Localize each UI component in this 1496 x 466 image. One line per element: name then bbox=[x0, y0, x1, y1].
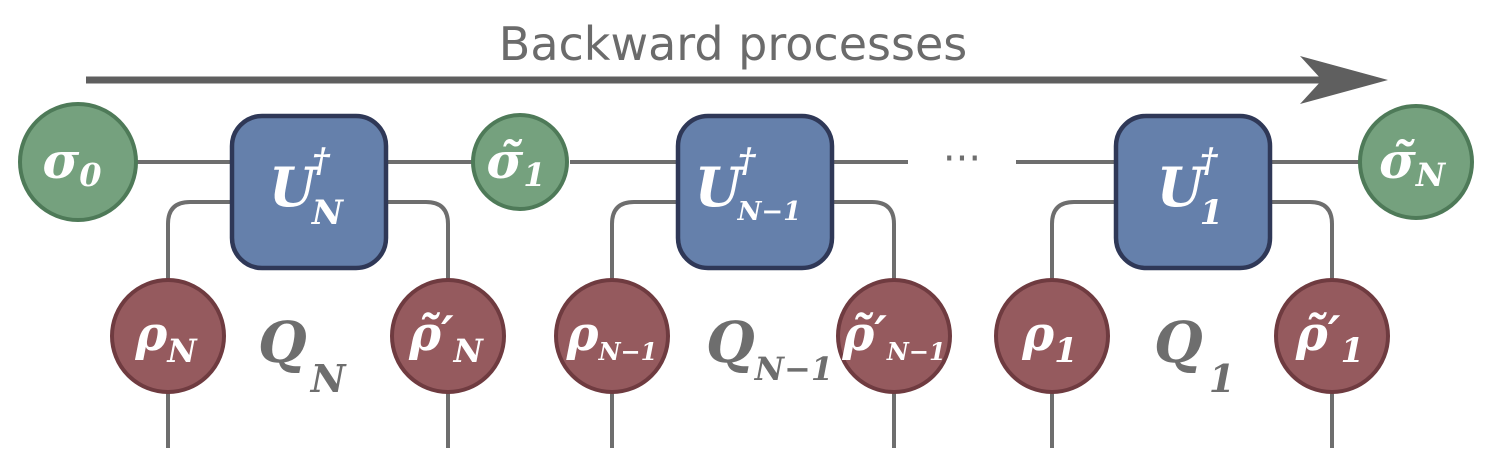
unitary-N-dagger: † bbox=[312, 141, 331, 181]
sigma-tilde-1-node: σ̃1 bbox=[471, 113, 569, 211]
svg-text:ρ̃′N: ρ̃′N bbox=[408, 306, 485, 370]
svg-text:ρN−1: ρN−1 bbox=[566, 306, 658, 366]
rho-1-node: ρ1 bbox=[994, 278, 1110, 394]
unitary-N-1-dagger: † bbox=[738, 141, 757, 181]
svg-text:ρN: ρN bbox=[134, 306, 198, 370]
rho-1-symbol: ρ bbox=[1021, 306, 1055, 362]
svg-text:U†N: U† N bbox=[269, 141, 345, 233]
svg-text:σ0: σ0 bbox=[42, 131, 101, 194]
svg-text:U†N−1: U† N−1 bbox=[695, 141, 802, 227]
unitary-N-box: U† N bbox=[229, 113, 389, 271]
sigma-tilde-N-symbol: σ̃ bbox=[1379, 131, 1416, 190]
sigma-tilde-1-symbol: σ̃ bbox=[486, 131, 523, 190]
sigma-tilde-N-node: σ̃N bbox=[1358, 104, 1474, 220]
q-N-symbol: Q bbox=[258, 310, 307, 376]
svg-text:ρ1: ρ1 bbox=[1021, 306, 1078, 371]
rho-tilde-N-symbol: ρ̃′ bbox=[408, 306, 454, 362]
unitary-N-subscript: N bbox=[311, 193, 345, 233]
rho-tilde-1-node: ρ̃′1 bbox=[1274, 278, 1390, 394]
sigma-tilde-N-subscript: N bbox=[1415, 156, 1447, 194]
sigma-tilde-1-subscript: 1 bbox=[523, 156, 545, 194]
rho-tilde-N-node: ρ̃′N bbox=[390, 278, 506, 394]
rho-N-1-node: ρN−1 bbox=[554, 278, 670, 394]
svg-text:σ̃1: σ̃1 bbox=[486, 131, 545, 194]
rho-N-subscript: N bbox=[166, 332, 198, 370]
unitary-1-dagger: † bbox=[1200, 141, 1219, 181]
rho-tilde-N-1-node: ρ̃′N−1 bbox=[836, 278, 952, 394]
unitary-N-1-subscript: N−1 bbox=[737, 197, 802, 227]
rho-tilde-1-subscript: 1 bbox=[1340, 331, 1364, 371]
rho-tilde-1-symbol: ρ̃′ bbox=[1295, 306, 1341, 362]
unitary-N-symbol: U bbox=[269, 155, 319, 219]
q-N-subscript: N bbox=[310, 356, 347, 401]
rho-1-subscript: 1 bbox=[1054, 331, 1078, 371]
svg-text:ρ̃′1: ρ̃′1 bbox=[1295, 306, 1364, 371]
diagram-title: Backward processes bbox=[499, 17, 967, 71]
q-N-1-label: QN−1 bbox=[706, 310, 833, 388]
q-1-label: Q1 bbox=[1154, 310, 1235, 401]
svg-text:U†1: U† 1 bbox=[1157, 141, 1224, 233]
unitary-N-1-symbol: U bbox=[695, 155, 745, 219]
rho-N-symbol: ρ bbox=[134, 306, 168, 362]
rho-N-node: ρN bbox=[110, 278, 226, 394]
sigma-0-symbol: σ bbox=[42, 131, 79, 190]
unitary-1-subscript: 1 bbox=[1200, 193, 1224, 233]
rho-tilde-N-1-subscript: N−1 bbox=[886, 337, 946, 366]
q-N-1-subscript: N−1 bbox=[754, 350, 833, 388]
svg-text:ρ̃′N−1: ρ̃′N−1 bbox=[841, 306, 945, 366]
direction-arrow bbox=[86, 56, 1388, 104]
unitary-1-box: U† 1 bbox=[1113, 113, 1273, 271]
ellipsis: ··· bbox=[943, 136, 981, 182]
svg-text:σ̃N: σ̃N bbox=[1379, 131, 1447, 194]
unitary-1-symbol: U bbox=[1157, 155, 1207, 219]
q-1-subscript: 1 bbox=[1209, 356, 1235, 401]
sigma-0-node: σ0 bbox=[18, 102, 138, 222]
q-N-1-symbol: Q bbox=[706, 310, 755, 376]
rho-tilde-N-subscript: N bbox=[453, 332, 485, 370]
rho-tilde-N-1-symbol: ρ̃′ bbox=[841, 306, 887, 362]
sigma-0-subscript: 0 bbox=[79, 156, 101, 194]
q-N-label: QN bbox=[258, 310, 347, 401]
side-wires bbox=[166, 200, 1334, 448]
unitary-N-1-box: U† N−1 bbox=[675, 113, 835, 271]
rho-N-1-subscript: N−1 bbox=[598, 337, 658, 366]
rho-N-1-symbol: ρ bbox=[566, 306, 600, 362]
q-1-symbol: Q bbox=[1154, 310, 1203, 376]
